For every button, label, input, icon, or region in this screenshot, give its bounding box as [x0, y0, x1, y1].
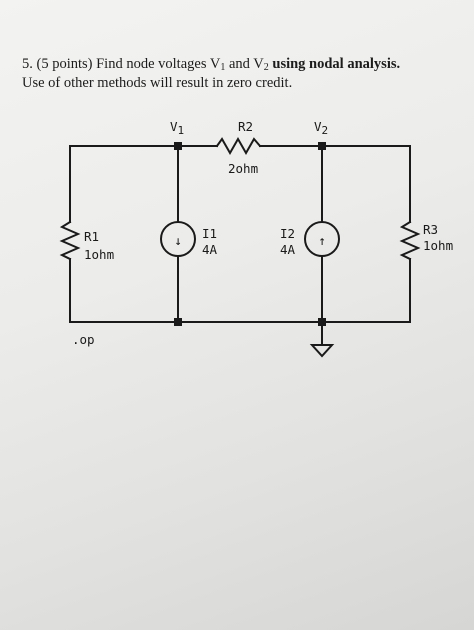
i2-name-label: I2 [280, 226, 295, 241]
r3-name-label: R3 [423, 222, 438, 237]
junction-bottom-i1 [174, 318, 182, 326]
question-line-2: Use of other methods will result in zero… [22, 75, 293, 91]
junction-v1 [174, 142, 182, 150]
i1-value-label: 4A [202, 242, 218, 257]
node-v1-label: V1 [170, 119, 184, 137]
junction-v2 [318, 142, 326, 150]
i1-arrow-icon: ↓ [174, 233, 182, 248]
question-number: 5. [22, 56, 33, 72]
r1-value-label: 1ohm [84, 247, 114, 262]
r1-resistor-symbol [59, 220, 81, 261]
r2-name-label: R2 [238, 119, 253, 134]
r3-resistor-symbol [399, 220, 421, 261]
v2-symbol: V2 [253, 56, 269, 73]
v1-symbol: V1 [209, 56, 226, 73]
i2-value-label: 4A [280, 242, 296, 257]
question-line-1: 5. (5 points) Find node voltages V1 and … [22, 55, 462, 74]
node-v2-label: V2 [314, 119, 328, 137]
junction-bottom-i2 [318, 318, 326, 326]
method-requirement: using nodal analysis. [272, 56, 401, 72]
i2-arrow-icon: ↑ [318, 233, 326, 248]
i1-name-label: I1 [202, 226, 217, 241]
question-text: 5. (5 points) Find node voltages V1 and … [22, 55, 462, 93]
r3-value-label: 1ohm [423, 238, 453, 253]
r2-resistor-symbol [215, 136, 262, 156]
and-word: and [228, 56, 250, 72]
r1-name-label: R1 [84, 229, 99, 244]
r2-value-label: 2ohm [228, 161, 258, 176]
question-points: (5 points) Find node voltages [36, 56, 207, 72]
ground-symbol [309, 344, 335, 358]
op-directive-label: .op [72, 332, 95, 347]
